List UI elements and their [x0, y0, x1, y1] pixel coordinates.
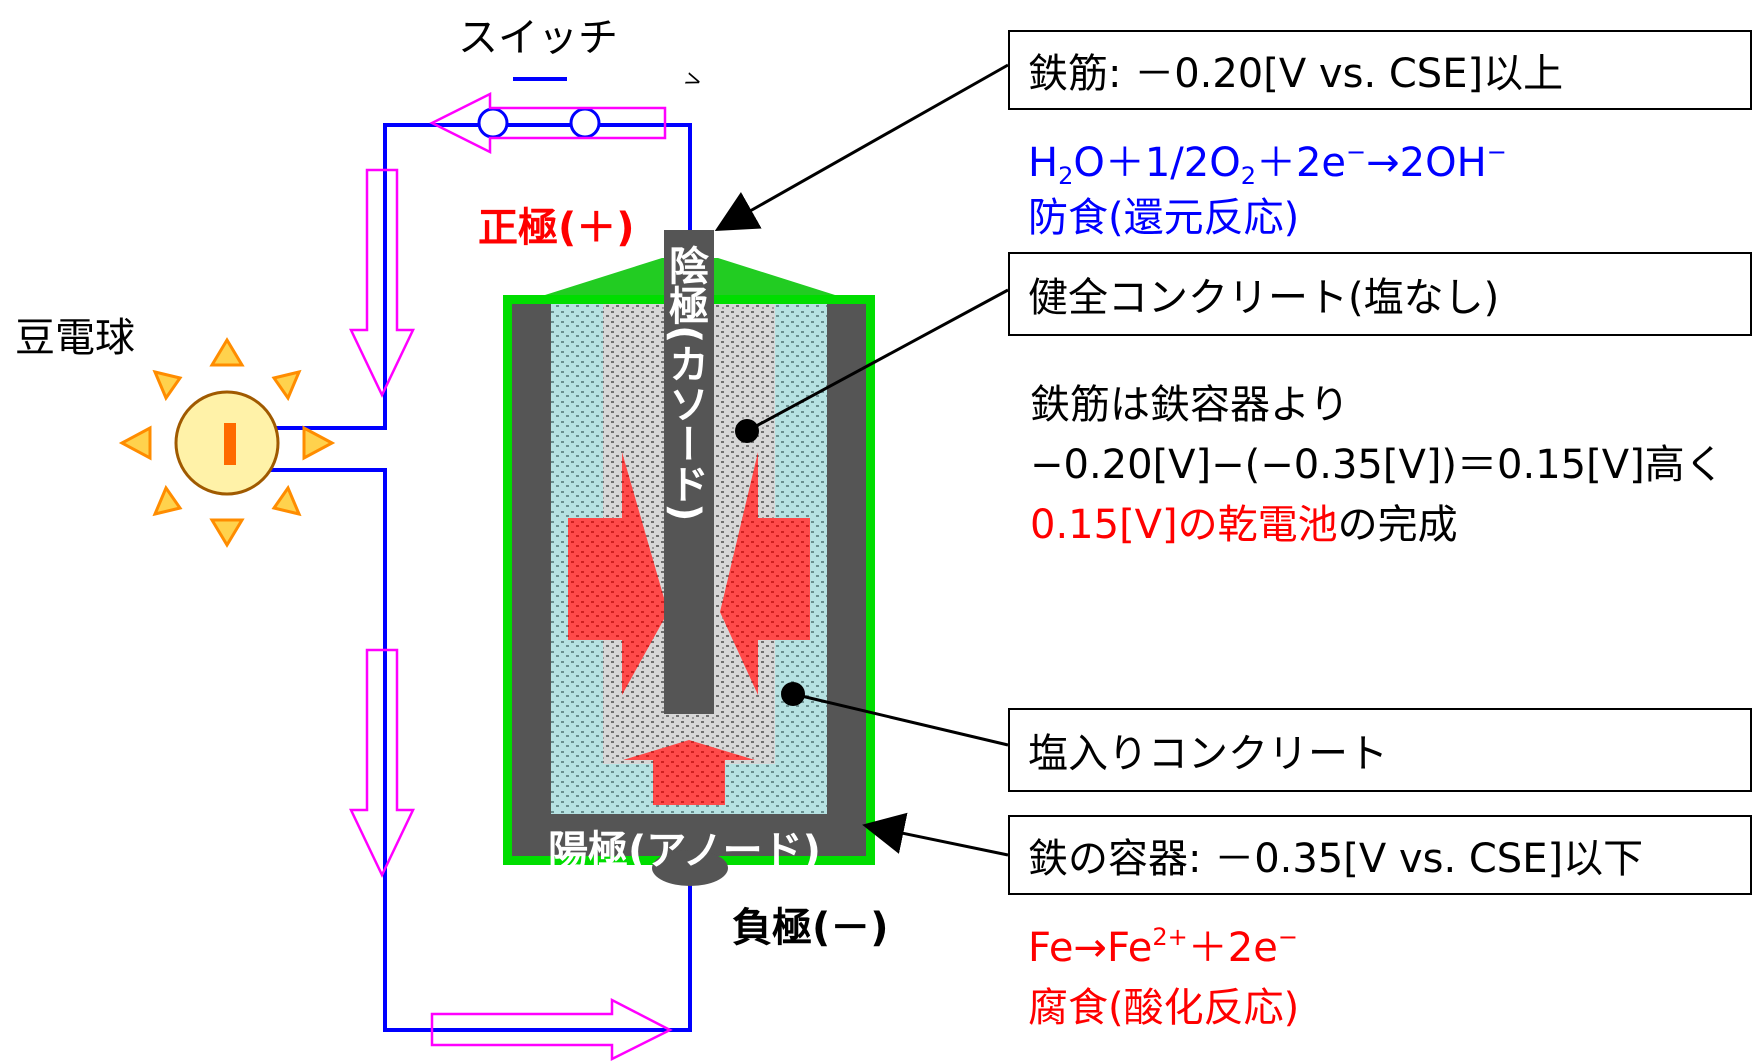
- flow-arrow-left-lower: [349, 648, 415, 878]
- electrochemical-cell: [503, 230, 875, 886]
- bulb: [118, 337, 336, 548]
- iron-container-callout: 鉄の容器: －0.35[V vs. CSE]以下: [1008, 815, 1752, 895]
- anode-label: 陽極(アノード): [548, 828, 821, 874]
- explanation-line-3: 0.15[V]の乾電池の完成: [1030, 502, 1458, 548]
- salt-concrete-callout: 塩入りコンクリート: [1008, 708, 1752, 792]
- bulb-label: 豆電球: [15, 315, 135, 361]
- reduction-equation: H2O＋1/2O2＋2e−→2OH−: [1028, 138, 1507, 190]
- current-flow-arrows: [349, 91, 673, 1061]
- cathode-rebar: [664, 230, 714, 714]
- positive-terminal-label: 正極(＋): [478, 205, 635, 251]
- explanation-line-2: −0.20[V]−(−0.35[V])＝0.15[V]高く: [1030, 442, 1725, 488]
- oxidation-equation: Fe→Fe2+＋2e−: [1028, 923, 1298, 971]
- cell-terminal: [652, 850, 728, 886]
- flow-arrow-left-upper: [349, 168, 415, 398]
- red-arrow-left: [568, 452, 668, 695]
- negative-terminal-label: 負極(－): [732, 905, 889, 951]
- leader-lines: [714, 63, 1009, 857]
- explanation-line-1: 鉄筋は鉄容器より: [1030, 382, 1350, 428]
- reduction-caption: 防食(還元反応): [1028, 195, 1300, 241]
- switch-label: スイッチ: [458, 15, 618, 61]
- red-arrow-right: [720, 452, 810, 695]
- flow-arrow-top: [429, 91, 667, 155]
- oxidation-caption: 腐食(酸化反応): [1028, 985, 1300, 1031]
- sound-concrete-callout: 健全コンクリート(塩なし): [1008, 252, 1752, 336]
- circuit-wire: [236, 123, 692, 1032]
- rebar-callout: 鉄筋: －0.20[V vs. CSE]以上: [1008, 30, 1752, 110]
- red-arrow-bottom: [623, 740, 755, 805]
- bulb-rays-icon: [118, 337, 336, 548]
- flow-arrow-bottom: [430, 997, 673, 1061]
- cathode-label: 陰極(カソード): [662, 245, 708, 522]
